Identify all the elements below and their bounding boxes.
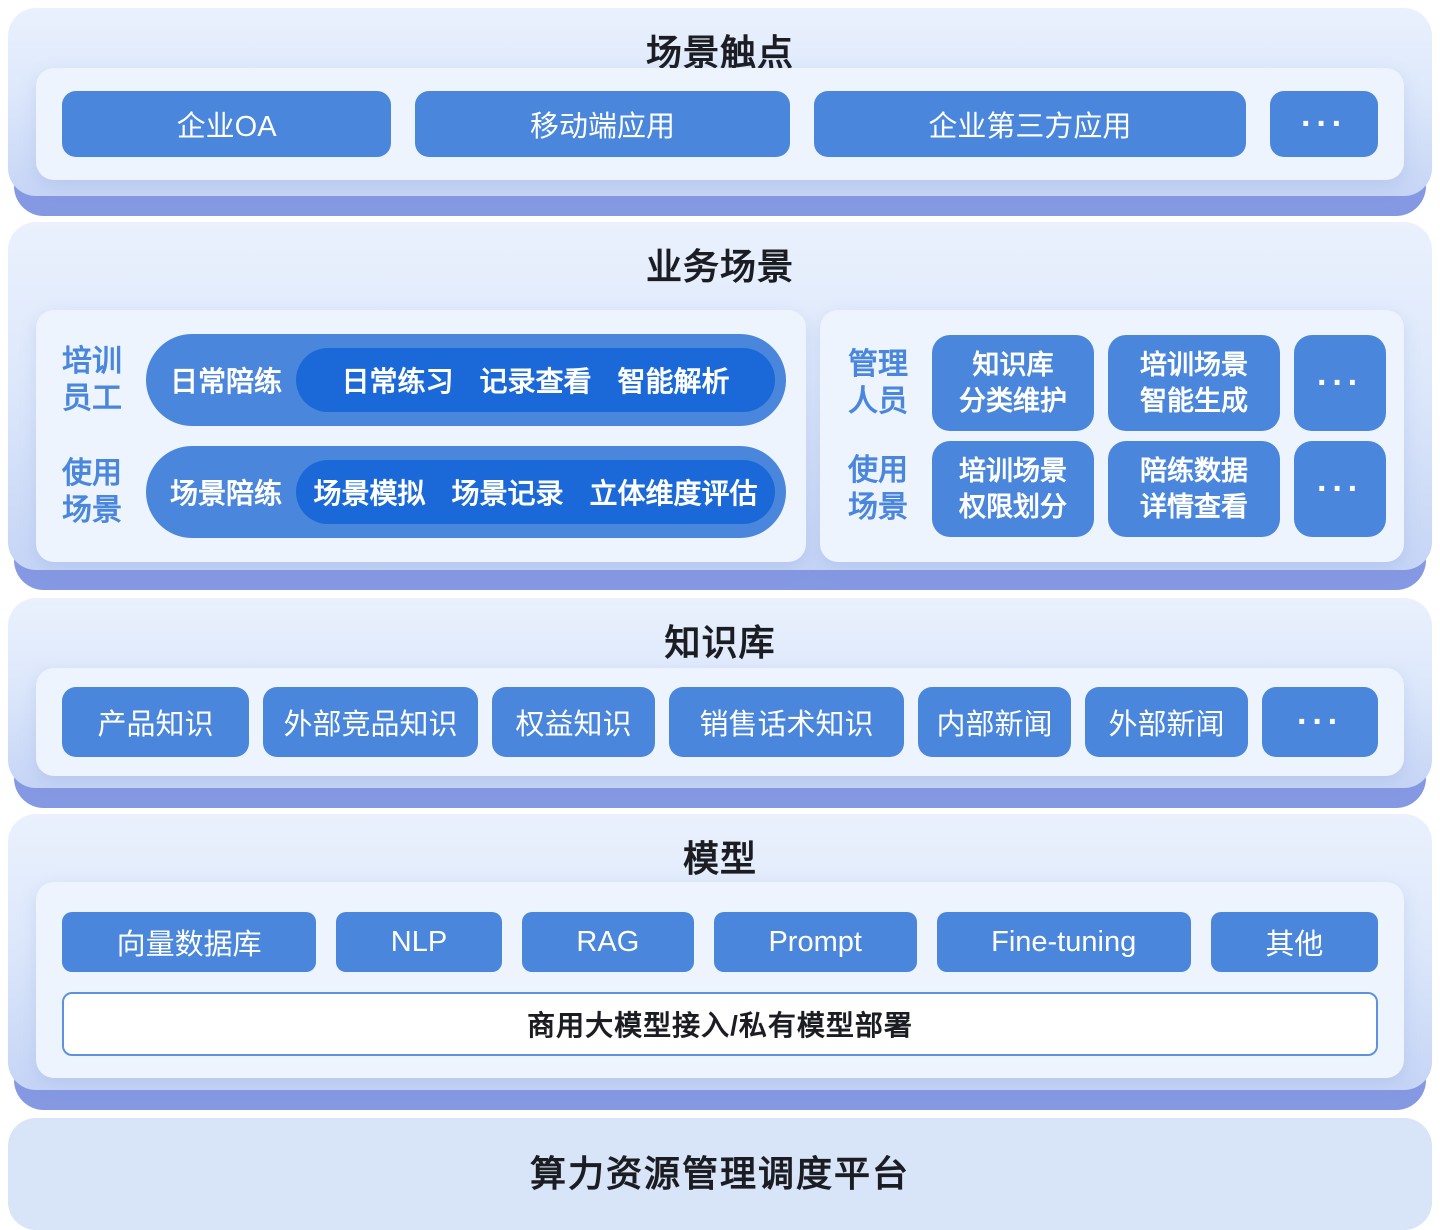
internal-news-button[interactable]: 内部新闻 <box>918 687 1071 757</box>
admin-row-2: 使用 场景 培训场景 权限划分 陪练数据 详情查看 ··· <box>838 441 1386 537</box>
ellipsis-icon: ··· <box>1297 703 1343 741</box>
record-view-item[interactable]: 记录查看 <box>479 366 592 397</box>
touchpoint-more-button[interactable]: ··· <box>1270 91 1379 157</box>
model-title: 模型 <box>682 838 757 879</box>
touchpoint-enterprise-oa-button[interactable]: 企业OA <box>62 91 392 157</box>
admin-row-1: 管理 人员 知识库 分类维护 培训场景 智能生成 ··· <box>838 335 1386 431</box>
layer-business-scenarios: 业务场景 培训 员工 日常陪练 日常练习 记录查看 智能解析 <box>8 222 1432 590</box>
daily-training-items-pill: 日常练习 记录查看 智能解析 <box>296 348 775 412</box>
layer-model: 模型 向量数据库 NLP RAG Prompt Fine-tuning 其他 商… <box>8 814 1432 1110</box>
benefits-knowledge-button[interactable]: 权益知识 <box>492 687 655 757</box>
scenario-training-pill-label: 场景陪练 <box>170 478 283 509</box>
ellipsis-icon: ··· <box>1317 364 1363 402</box>
daily-training-pill[interactable]: 日常陪练 日常练习 记录查看 智能解析 <box>146 334 786 426</box>
layer-knowledge-base: 知识库 产品知识 外部竞品知识 权益知识 销售话术知识 内部新闻 外部新闻 ··… <box>8 598 1432 808</box>
scenario-training-pill[interactable]: 场景陪练 场景模拟 场景记录 立体维度评估 <box>146 446 786 538</box>
kb-category-maintenance-button[interactable]: 知识库 分类维护 <box>932 335 1094 431</box>
usage-scenario-label-right: 使用 场景 <box>848 453 908 525</box>
knowledge-base-title: 知识库 <box>664 622 776 663</box>
knowledge-base-tray: 产品知识 外部竞品知识 权益知识 销售话术知识 内部新闻 外部新闻 ··· <box>36 668 1404 776</box>
model-panel: 模型 向量数据库 NLP RAG Prompt Fine-tuning 其他 商… <box>8 814 1432 1090</box>
training-employee-tray: 培训 员工 日常陪练 日常练习 记录查看 智能解析 使用 场景 <box>36 310 806 562</box>
administrator-label: 管理 人员 <box>848 347 908 419</box>
daily-practice-item[interactable]: 日常练习 <box>341 366 454 397</box>
other-models-button[interactable]: 其他 <box>1210 912 1378 972</box>
model-buttons-row: 向量数据库 NLP RAG Prompt Fine-tuning 其他 <box>62 912 1378 972</box>
scenario-training-row: 使用 场景 场景陪练 场景模拟 场景记录 立体维度评估 <box>52 446 786 538</box>
external-news-button[interactable]: 外部新闻 <box>1085 687 1248 757</box>
competitor-knowledge-button[interactable]: 外部竞品知识 <box>263 687 478 757</box>
admin-more-button-1[interactable]: ··· <box>1294 335 1386 431</box>
vector-database-button[interactable]: 向量数据库 <box>62 912 317 972</box>
compute-platform-title: 算力资源管理调度平台 <box>529 1153 910 1194</box>
scene-touchpoints-tray: 企业OA 移动端应用 企业第三方应用 ··· <box>36 68 1404 180</box>
knowledge-more-button[interactable]: ··· <box>1262 687 1378 757</box>
admin-more-button-2[interactable]: ··· <box>1294 441 1386 537</box>
scene-touchpoints-title: 场景触点 <box>645 32 794 73</box>
training-scene-generation-button[interactable]: 培训场景 智能生成 <box>1108 335 1280 431</box>
model-tray: 向量数据库 NLP RAG Prompt Fine-tuning 其他 商用大模… <box>36 882 1404 1078</box>
business-scenarios-title: 业务场景 <box>645 246 794 287</box>
prompt-button[interactable]: Prompt <box>713 912 917 972</box>
layer-scene-touchpoints: 场景触点 企业OA 移动端应用 企业第三方应用 ··· <box>8 8 1432 216</box>
daily-training-pill-label: 日常陪练 <box>170 366 283 397</box>
scene-touchpoints-panel: 场景触点 企业OA 移动端应用 企业第三方应用 ··· <box>8 8 1432 196</box>
usage-scenario-label-left: 使用 场景 <box>62 456 122 528</box>
nlp-button[interactable]: NLP <box>336 912 502 972</box>
multidimensional-evaluation-item[interactable]: 立体维度评估 <box>589 478 758 509</box>
scenario-record-item[interactable]: 场景记录 <box>451 478 564 509</box>
layer-compute-platform: 算力资源管理调度平台 <box>8 1118 1432 1230</box>
touchpoint-mobile-app-button[interactable]: 移动端应用 <box>415 91 790 157</box>
training-employee-label: 培训 员工 <box>62 344 122 416</box>
compute-platform-panel: 算力资源管理调度平台 <box>8 1118 1432 1230</box>
knowledge-base-panel: 知识库 产品知识 外部竞品知识 权益知识 销售话术知识 内部新闻 外部新闻 ··… <box>8 598 1432 788</box>
scenario-simulation-item[interactable]: 场景模拟 <box>313 478 426 509</box>
touchpoint-third-party-app-button[interactable]: 企业第三方应用 <box>813 91 1247 157</box>
daily-training-row: 培训 员工 日常陪练 日常练习 记录查看 智能解析 <box>52 334 786 426</box>
scenario-training-items-pill: 场景模拟 场景记录 立体维度评估 <box>296 460 775 524</box>
sales-script-knowledge-button[interactable]: 销售话术知识 <box>669 687 904 757</box>
ellipsis-icon: ··· <box>1301 105 1347 143</box>
training-scene-permission-button[interactable]: 培训场景 权限划分 <box>932 441 1094 537</box>
rag-button[interactable]: RAG <box>521 912 694 972</box>
fine-tuning-button[interactable]: Fine-tuning <box>936 912 1191 972</box>
ellipsis-icon: ··· <box>1317 470 1363 508</box>
smart-analysis-item[interactable]: 智能解析 <box>617 366 730 397</box>
product-knowledge-button[interactable]: 产品知识 <box>62 687 249 757</box>
training-data-detail-button[interactable]: 陪练数据 详情查看 <box>1108 441 1280 537</box>
administrator-tray: 管理 人员 知识库 分类维护 培训场景 智能生成 ··· 使用 场景 <box>820 310 1404 562</box>
business-scenarios-panel: 业务场景 培训 员工 日常陪练 日常练习 记录查看 智能解析 <box>8 222 1432 570</box>
llm-access-deployment-bar[interactable]: 商用大模型接入/私有模型部署 <box>62 992 1378 1056</box>
